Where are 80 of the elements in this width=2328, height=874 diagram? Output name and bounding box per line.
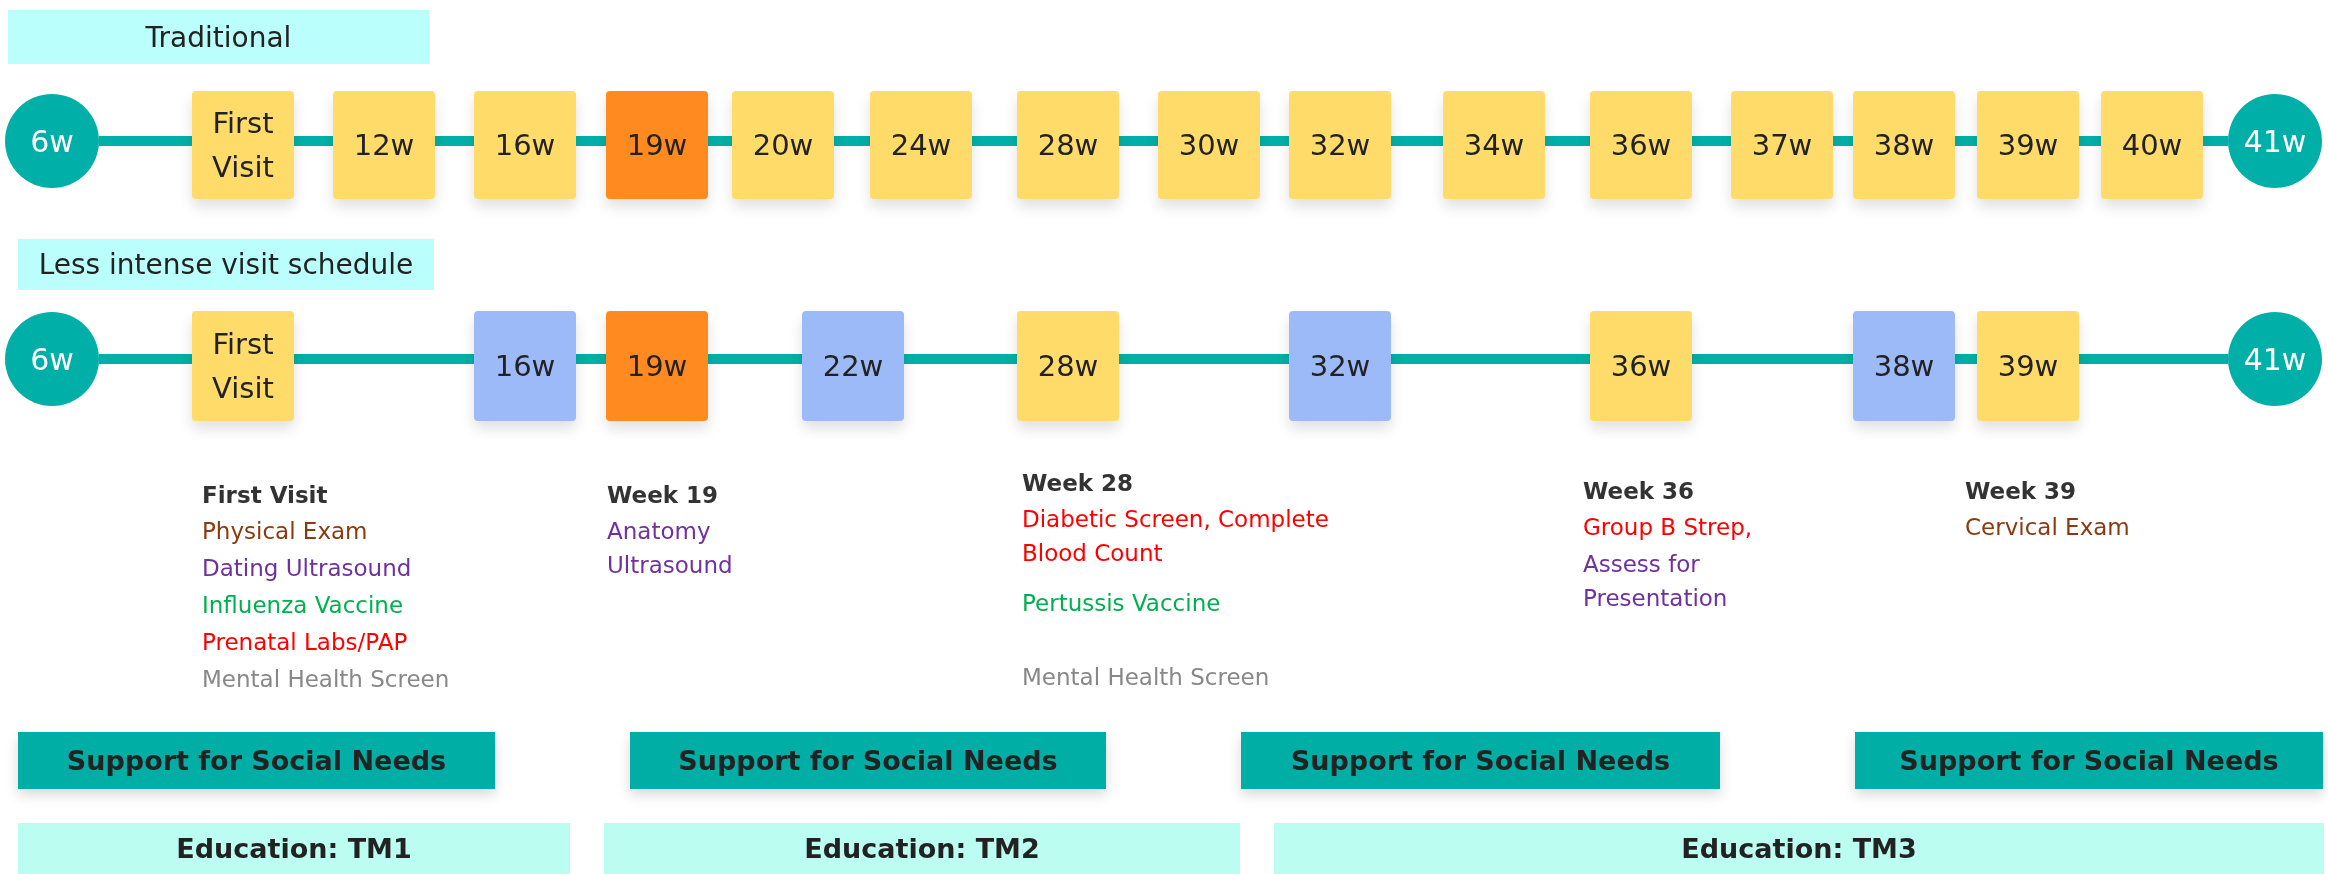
note-text: Anatomy Ultrasound (607, 517, 734, 580)
timeline-line (1545, 136, 1590, 146)
timeline-line (99, 354, 192, 364)
timeline-line (1692, 136, 1731, 146)
note-text: Dating Ultrasound (202, 554, 412, 583)
timeline-line (2079, 136, 2101, 146)
timeline-line (576, 136, 606, 146)
note-text: Diabetic Screen, Complete Blood Count (1022, 505, 1330, 568)
timeline-line (435, 136, 474, 146)
timeline-line (2203, 136, 2228, 146)
timeline-line (2079, 354, 2228, 364)
timeline-line (294, 136, 333, 146)
timeline-line (1119, 136, 1158, 146)
visit-box: 39w (1977, 91, 2079, 199)
visit-box: 38w (1853, 311, 1955, 421)
note-text: Prenatal Labs/PAP (202, 628, 408, 657)
visit-box: 39w (1977, 311, 2079, 421)
visit-box: 16w (474, 311, 576, 421)
week-circle: 41w (2228, 312, 2322, 406)
visit-box: 12w (333, 91, 435, 199)
visit-box: 36w (1590, 91, 1692, 199)
timeline-line (708, 136, 732, 146)
visit-box: 20w (732, 91, 834, 199)
timeline-line (1692, 354, 1853, 364)
visit-box: 19w (606, 311, 708, 421)
note-text: Pertussis Vaccine (1022, 589, 1221, 618)
timeline-line (1391, 354, 1590, 364)
note-text: Group B Strep, (1583, 513, 1753, 542)
visit-box: 28w (1017, 311, 1119, 421)
visit-box: 36w (1590, 311, 1692, 421)
week-circle: 6w (5, 94, 99, 188)
timeline-line (1391, 136, 1443, 146)
visit-box: 22w (802, 311, 904, 421)
timeline-line (1260, 136, 1289, 146)
support-bar: Support for Social Needs (630, 732, 1106, 789)
support-bar: Support for Social Needs (18, 732, 495, 789)
timeline-line (294, 354, 474, 364)
timeline-line (972, 136, 1017, 146)
note-text: Mental Health Screen (1022, 663, 1270, 692)
timeline-line (834, 136, 870, 146)
note-heading: Week 39 (1965, 477, 2077, 506)
timeline-line (904, 354, 1017, 364)
support-bar: Support for Social Needs (1241, 732, 1720, 789)
week-circle: 41w (2228, 94, 2322, 188)
timeline-line (1955, 354, 1977, 364)
section-title-band: Traditional (8, 10, 429, 64)
note-heading: Week 19 (607, 481, 719, 510)
education-bar: Education: TM2 (604, 823, 1240, 874)
week-circle: 6w (5, 312, 99, 406)
visit-box: 24w (870, 91, 972, 199)
section-title-band: Less intense visit schedule (18, 239, 434, 290)
timeline-line (1119, 354, 1289, 364)
visit-box: 38w (1853, 91, 1955, 199)
timeline-line (1833, 136, 1853, 146)
note-text: Influenza Vaccine (202, 591, 404, 620)
visit-box: 32w (1289, 91, 1391, 199)
visit-box: 28w (1017, 91, 1119, 199)
note-text: Mental Health Screen (202, 665, 450, 694)
education-bar: Education: TM3 (1274, 823, 2324, 874)
visit-box: First Visit (192, 91, 294, 199)
visit-box: 16w (474, 91, 576, 199)
support-bar: Support for Social Needs (1855, 732, 2323, 789)
note-text: Physical Exam (202, 517, 368, 546)
visit-box: 19w (606, 91, 708, 199)
visit-box: 32w (1289, 311, 1391, 421)
visit-box: 34w (1443, 91, 1545, 199)
timeline-line (576, 354, 606, 364)
timeline-line (1955, 136, 1977, 146)
visit-box: 40w (2101, 91, 2203, 199)
visit-box: 30w (1158, 91, 1260, 199)
education-bar: Education: TM1 (18, 823, 570, 874)
timeline-line (99, 136, 192, 146)
visit-box: First Visit (192, 311, 294, 421)
note-heading: Week 36 (1583, 477, 1695, 506)
note-heading: First Visit (202, 481, 328, 510)
note-text: Assess for Presentation (1583, 550, 1729, 613)
note-heading: Week 28 (1022, 469, 1134, 498)
timeline-line (708, 354, 802, 364)
visit-box: 37w (1731, 91, 1833, 199)
note-text: Cervical Exam (1965, 513, 2130, 542)
